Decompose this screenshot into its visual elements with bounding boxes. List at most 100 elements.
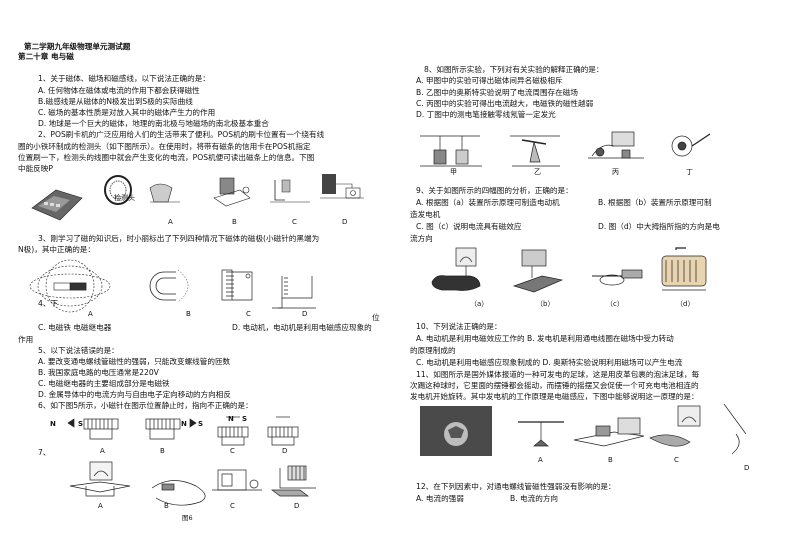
q9-option-b-cont: 造发电机 [410,210,441,219]
q4-line-2: C. 电磁铁 电磁继电器 [38,323,112,332]
q9-option-b: B. 根据图（b）装置所示原理可制 [598,198,712,207]
q7-stem: 7、 [38,448,51,457]
q5-option-b: B. 我国家庭电路的电压通常是220V [38,368,159,377]
q9-option-a: A. 根据图（a）装置所示原理可制造电动机 [416,198,560,207]
q11-line-1: 11、如图所示是国外媒体报道的一种可发电的足球，这是用皮革包裹的泡沫足球，每 [416,370,700,379]
q3-line-2: N极)，其中正确的是： [18,245,95,254]
q3-label-d: D [302,310,307,318]
q11-label-d: D [744,464,749,472]
q11-label-c: C [674,456,679,464]
q11-line-3: 发电机开始旋转。其中发电机的工作原理是电磁感应，下图中能够说明这一原理的是： [410,392,699,401]
q8-label-ding: 丁 [686,168,693,176]
q9-option-d-cont: 流方向 [410,234,433,243]
q2-line-1: 2、POS刷卡机的广泛应用给人们的生活带来了便利。POS机的刷卡位置有一个绕有线 [38,130,325,139]
q6-figure: N S N S N S A B C D [40,413,310,455]
q4-line-1: 4、下 [38,299,59,308]
pos-machine-drawing [31,189,83,221]
q9-option-c: C. 图（c）说明电流具有磁效应 [416,222,522,231]
q7-label-d: D [294,502,299,510]
q6-b-s: S [198,420,203,428]
q3-label-b: B [186,310,191,318]
q8-label-yi: 乙 [534,168,541,176]
q11-figure: A B C D [418,400,758,472]
q7-label-c: C [230,502,235,510]
q1-option-c: C. 磁场的基本性质是对放入其中的磁体产生力的作用 [38,108,216,117]
q3-c-electromagnet [221,269,253,301]
q4-line-3: 作用 [18,335,34,344]
q5-option-d: D. 金属导体中的电流方向与自由电子定向移动的方向相反 [38,390,231,399]
q6-label-b: B [160,447,165,455]
q3-d-coil [272,276,316,309]
option-c-drawing [270,179,310,203]
q6-label-d: D [282,447,287,455]
q6-label-a: A [100,447,105,455]
chapter-title: 第二十章 电与磁 [18,52,74,61]
q4-line-1-end: 位 [372,313,380,322]
q10-option-c: C. 电动机是利用电磁感应现象制成的 D. 奥斯特实验说明利用磁场可以产生电流 [416,358,683,367]
q1-option-b: B.磁感线是从磁体的N极发出到S极的实际曲线 [38,97,193,106]
q6-b-n: N [181,420,187,428]
q8-option-a: A. 甲图中的实验可得出磁体间异名磁极相斥 [416,76,563,85]
q2-label-b: B [232,218,237,226]
q5-option-c: C. 电磁继电器的主要组成部分是电磁铁 [38,379,170,388]
q1-stem: 1、关于磁体、磁场和磁感线，以下说法正确的是： [38,74,210,83]
q8-option-c: C. 丙图中的实验可得出电流越大，电磁铁的磁性越弱 [416,99,594,108]
q9-stem: 9、关于如图所示的四幅图的分析，正确的是： [416,186,573,195]
q12-stem: 12、在下列因素中，对通电螺线管磁性强弱没有影响的是： [416,482,616,491]
q6-a-s: S [78,420,83,428]
exam-title: 第二学期九年级物理单元测试题 [24,42,131,51]
q9-figure: （a） （b） （c） （d） [426,246,716,310]
q9-label-a: （a） [470,300,488,308]
q6-label-c: C [230,447,235,455]
q5-option-a: A. 要改变通电螺线管磁性的强弱，只能改变螺线管的匝数 [38,357,231,366]
q12-option-b: B. 电流的方向 [510,494,559,503]
q3-label-c: C [246,310,251,318]
option-b-drawing [213,177,251,207]
q3-b-horseshoe [149,269,189,303]
q7-label-b: B [164,502,169,510]
q3-figure: A B C D [26,256,316,318]
q2-line-3: 位置刷一下，检测头的线圈中就会产生变化的电流，POS机便可读出磁条上的信息。下图 [18,153,315,162]
q8-stem: 8、如图所示实验，下列对有关实验的解释正确的是： [424,65,604,74]
option-d-drawing [320,174,364,199]
q9-label-d: （d） [676,300,694,308]
q4-line-2-option-d: D. 电动机，电动机是利用电磁感应现象的 [232,323,372,332]
q11-label-a: A [538,456,543,464]
q9-label-c: （c） [606,300,624,308]
q2-line-4: 中能反映P [18,164,53,173]
q12-option-a: A. 电流的强弱 [416,494,464,503]
q10-option-a: A. 电动机是利用电磁效应工作的 B. 发电机是利用通电线圈在磁场中受力转动 [416,334,674,343]
q11-label-b: B [608,456,613,464]
q11-line-2: 次踢这种球时，它里面的摆锤都会摇动，而摆锤的摇摆又会促使一个可充电电池相连的 [410,381,699,390]
q2-label-c: C [292,218,297,226]
q5-stem: 5、以下说法错误的是： [38,346,119,355]
option-a-drawing [149,183,180,203]
q2-label-d: D [342,218,347,226]
q2-head-caption: 检测头 [114,193,135,202]
q7-label-a: A [98,502,103,510]
q3-label-a: A [88,310,93,318]
q10-option-a-cont: 的原理制成的 [410,346,456,355]
q1-option-d: D. 地球是一个巨大的磁体，地理的南北极与地磁场的南北极基本重合 [38,119,269,128]
q8-label-jia: 甲 [450,168,457,176]
q2-figure: 检测头 [30,168,370,230]
q8-figure: 甲 乙 丙 丁 [416,122,716,176]
q7-figure: A B C D [66,458,336,516]
q9-label-b: （b） [536,300,554,308]
q2-label-a: A [168,218,173,226]
q6-a-n: N [50,420,56,428]
q7-figure-caption: 图6 [182,514,193,522]
q3-a-bar-magnet [29,259,111,313]
q6-c-n: N [228,415,234,423]
q8-option-d: D. 丁图中的测电笔接触零线氖管一定发光 [416,110,556,119]
q10-stem: 10、下列说法正确的是： [416,322,502,331]
q6-c-s: S [242,415,247,423]
q6-stem: 6、如下图5所示，小磁针在图示位置静止时，指向不正确的是： [38,401,253,410]
q2-line-2: 圈的小铁环制成的检测头（如下图所示）。在使用时，将带有磁条的信用卡在POS机指定 [18,142,311,151]
q1-option-a: A. 任何物体在磁体或电流的作用下都会获得磁性 [38,86,200,95]
q8-label-bing: 丙 [612,168,619,176]
q9-option-d: D. 图（d）中大拇指所指的方向是电 [598,222,720,231]
q3-line-1: 3、刚学习了磁的知识后，时小丽标出了下列四种情况下磁体的磁极(小磁针的黑端为 [38,234,320,243]
detection-head-drawing: 检测头 [104,175,135,205]
